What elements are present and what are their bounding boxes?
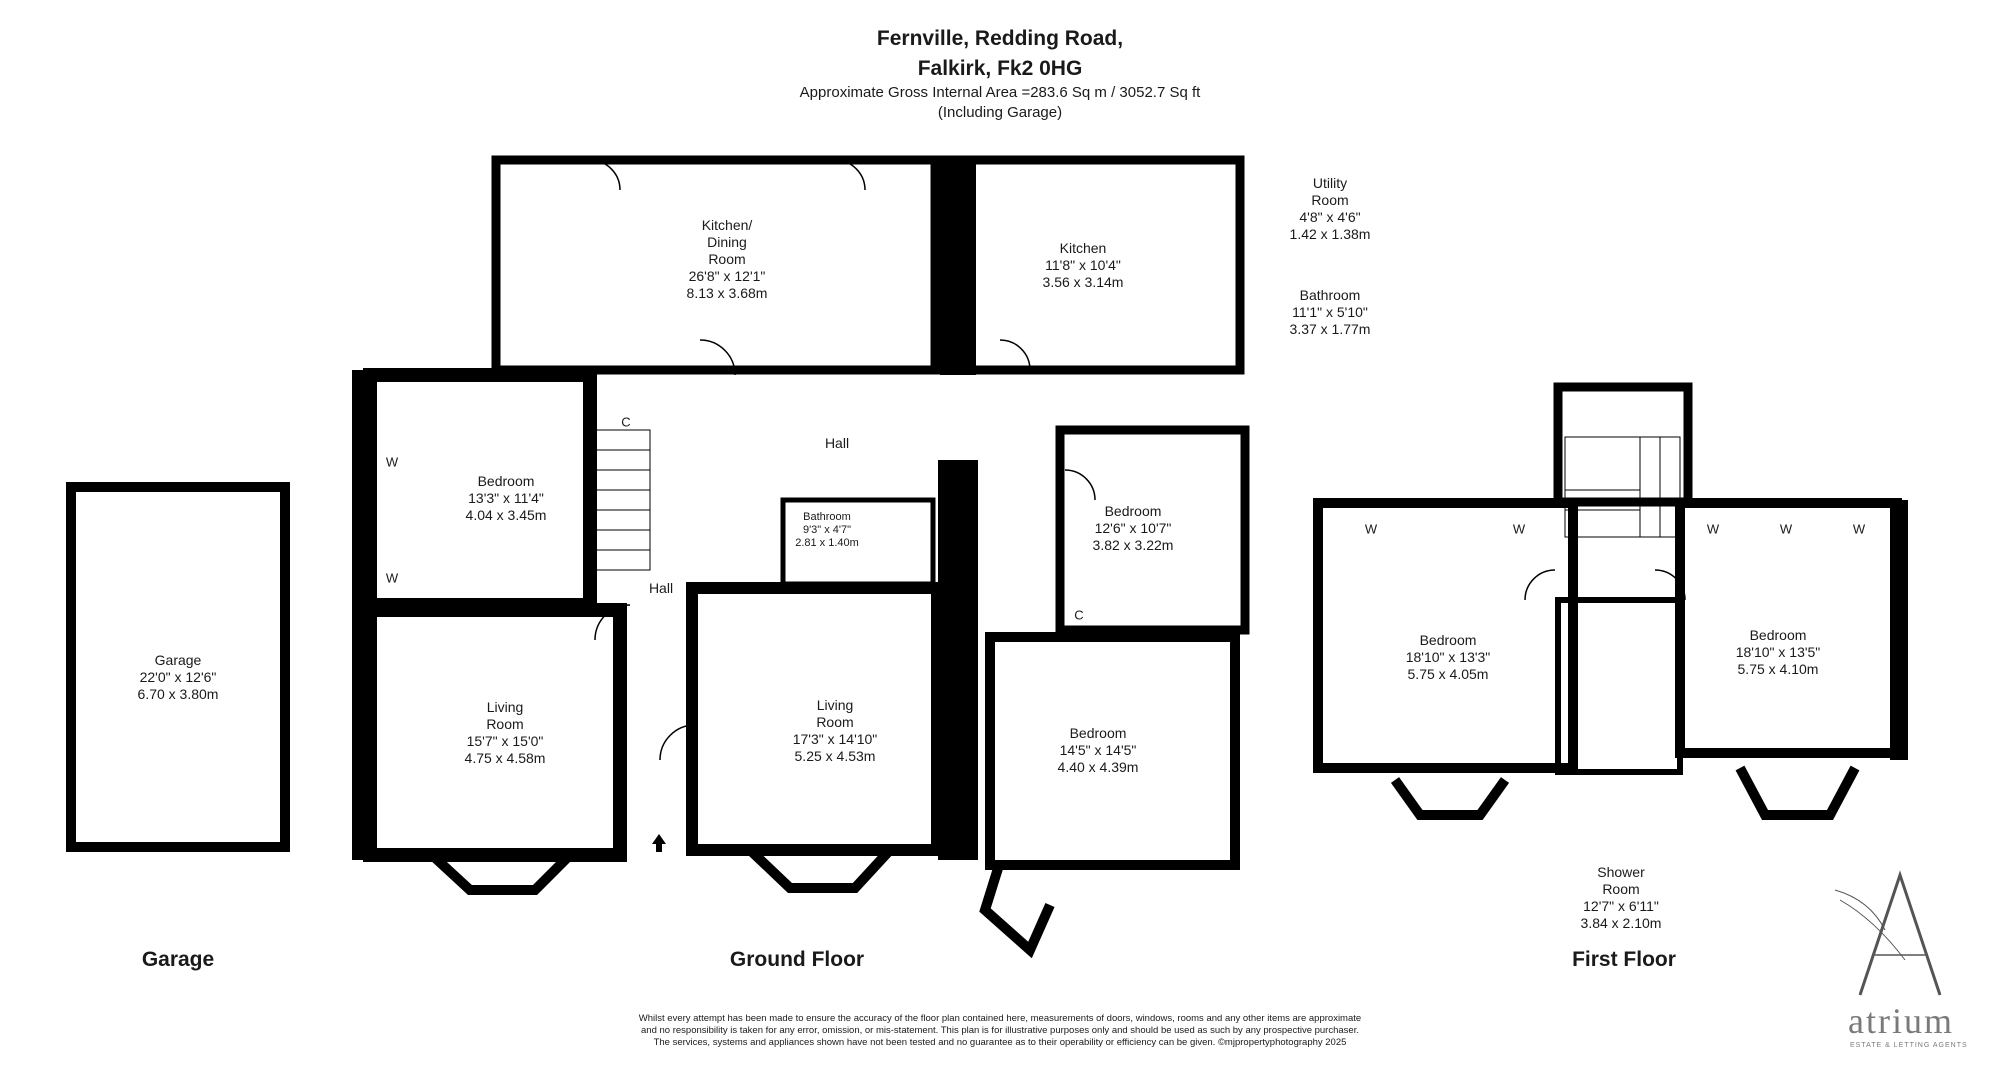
door-arc-8: [1524, 569, 1556, 601]
area-note: (Including Garage): [937, 104, 1063, 121]
door-arc-9: [1654, 569, 1686, 601]
bay-window-ff-left: [1390, 777, 1510, 820]
floor-label-first: First Floor: [1572, 948, 1676, 971]
door-arc-3: [699, 339, 736, 376]
ff-stair-walls: [1553, 382, 1693, 507]
atrium-logo-mark: [1834, 870, 1942, 996]
ground-stairs: [594, 429, 651, 571]
chimney-block-2: [938, 460, 978, 860]
property-address-line-1: Fernville, Redding Road,: [876, 27, 1124, 50]
wardrobe-label: W: [1512, 521, 1526, 537]
floor-label-ground: Ground Floor: [729, 948, 865, 971]
living-room-2-walls: [686, 582, 943, 856]
small-bathroom-walls: [780, 497, 936, 587]
bay-window-living-1: [428, 851, 574, 895]
room-hall-left: Hall: [648, 580, 674, 596]
bay-window-ff-right: [1735, 765, 1860, 820]
room-hall-top: Hall: [824, 435, 850, 451]
bedroom-2-walls: [1055, 425, 1250, 635]
ff-bedroom-left-walls: [1313, 498, 1578, 773]
disclaimer: Whilst every attempt has been made to en…: [638, 1013, 1362, 1048]
wardrobe-label: W: [385, 570, 399, 586]
door-arc-1: [589, 159, 621, 191]
gross-internal-area: Approximate Gross Internal Area =283.6 S…: [799, 84, 1201, 101]
chimney-block-1: [940, 160, 976, 375]
floor-label-garage: Garage: [141, 948, 215, 971]
kitchen-walls: [930, 155, 1245, 375]
cupboard-label: C: [621, 414, 631, 430]
bedroom-3-walls: [985, 632, 1240, 870]
cupboard-label: C: [1074, 607, 1084, 623]
wardrobe-label: W: [1706, 521, 1720, 537]
door-arc-2: [834, 159, 866, 191]
wardrobe-label: W: [385, 454, 399, 470]
shower-room-walls: [1555, 597, 1683, 775]
wardrobe-label: W: [1852, 521, 1866, 537]
west-wall: [352, 370, 372, 860]
bay-window-living-2: [746, 846, 894, 893]
property-address-line-2: Falkirk, Fk2 0HG: [917, 57, 1083, 80]
door-arc-5: [594, 604, 631, 641]
first-floor-stairs: [1564, 436, 1681, 538]
porch-walls: [979, 860, 1055, 959]
wardrobe-label: W: [1779, 521, 1793, 537]
atrium-logo-text: atrium: [1848, 1001, 1954, 1041]
atrium-logo-tagline: ESTATE & LETTING AGENTS: [1850, 1042, 1968, 1049]
door-arc-7: [1064, 469, 1096, 501]
ff-right-wall-block: [1890, 500, 1908, 760]
door-arc-4: [999, 339, 1031, 371]
wardrobe-label: W: [1364, 521, 1378, 537]
entrance-arrow: [652, 834, 666, 852]
garage-walls: [66, 482, 290, 852]
door-arc-6: [659, 724, 696, 761]
